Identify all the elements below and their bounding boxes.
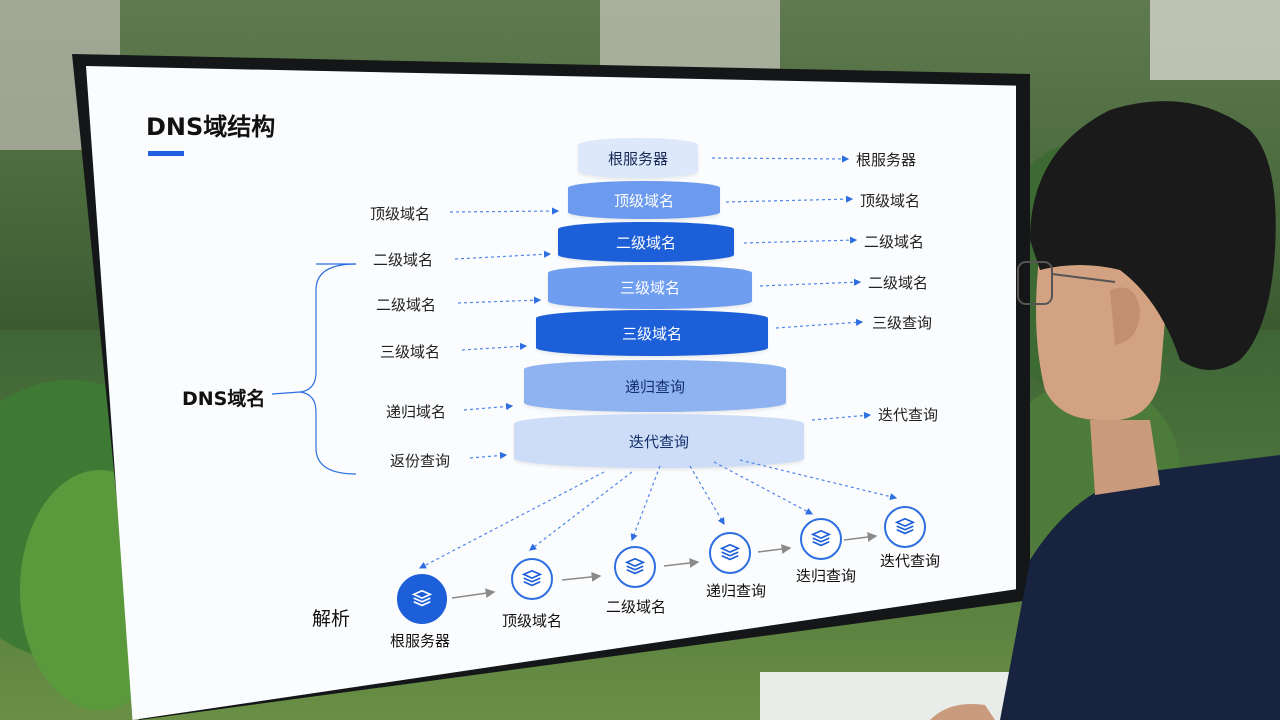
right-label-3: 二级域名: [864, 233, 925, 251]
flow-node-root: [397, 574, 447, 624]
person-ear: [1110, 287, 1140, 345]
person-shirt: [1000, 455, 1280, 720]
pyramid-layer-label: 迭代查询: [628, 432, 689, 451]
pyramid-layer-label: 顶级域名: [613, 191, 674, 210]
person-face: [1036, 250, 1170, 421]
server-stack-icon: [521, 569, 543, 587]
pyramid-layer-label: 二级域名: [615, 233, 676, 252]
slide-title: DNS域结构: [146, 113, 276, 141]
pyramid-layer-label: 三级域名: [619, 278, 680, 297]
right-label-6: 迭代查询: [878, 406, 939, 424]
pyramid-layer-3: 二级域名: [558, 222, 734, 262]
pyramid-layer-2: 顶级域名: [568, 181, 720, 219]
flow-node-label: 递归查询: [706, 582, 767, 600]
flow-node-tld: [511, 558, 553, 600]
pyramid-layer-6: 递归查询: [524, 360, 786, 412]
flow-node-recursive: [709, 532, 751, 574]
flow-node-iterative: [884, 506, 926, 548]
flow-node-label: 顶级域名: [502, 612, 563, 630]
left-label-5: 递归域名: [386, 403, 447, 421]
right-label-5: 三级查询: [872, 314, 933, 332]
right-label-2: 顶级域名: [860, 192, 921, 210]
left-label-3: 二级域名: [376, 296, 437, 314]
person-hand: [930, 704, 995, 720]
left-label-2: 二级域名: [373, 251, 434, 269]
pyramid-layer-7: 迭代查询: [514, 414, 804, 468]
server-stack-icon: [810, 529, 832, 547]
left-label-1: 顶级域名: [370, 205, 431, 223]
person-hair: [1030, 101, 1276, 371]
glasses-icon: [1017, 261, 1116, 305]
flow-node-label: 迭代查询: [880, 552, 941, 570]
flow-node-sld: [614, 546, 656, 588]
server-stack-icon: [411, 589, 433, 607]
left-label-6: 返份查询: [390, 452, 451, 470]
server-stack-icon: [894, 517, 916, 535]
server-stack-icon: [624, 557, 646, 575]
flow-node-label: 根服务器: [390, 632, 451, 650]
pyramid-layer-label: 递归查询: [624, 377, 685, 396]
pyramid-layer-1: 根服务器: [578, 138, 698, 178]
pyramid-layer-4: 三级域名: [548, 265, 752, 309]
flow-node-label: 迭归查询: [796, 567, 857, 585]
right-label-1: 根服务器: [856, 151, 917, 169]
person-neck: [1090, 420, 1160, 495]
flow-node-recursive-2: [800, 518, 842, 560]
pyramid-layer-label: 三级域名: [621, 324, 682, 343]
building-right: [1150, 0, 1280, 80]
left-label-4: 三级域名: [380, 343, 441, 361]
pyramid-layer-5: 三级域名: [536, 310, 768, 356]
pyramid-layer-label: 根服务器: [607, 149, 668, 168]
flow-node-label: 二级域名: [606, 598, 667, 616]
title-accent-bar: [148, 151, 184, 156]
flow-label: 解析: [312, 608, 351, 630]
building-center: [600, 0, 780, 70]
right-label-4: 二级域名: [868, 274, 929, 292]
dns-domain-group-label: DNS域名: [182, 388, 266, 410]
server-stack-icon: [719, 543, 741, 561]
